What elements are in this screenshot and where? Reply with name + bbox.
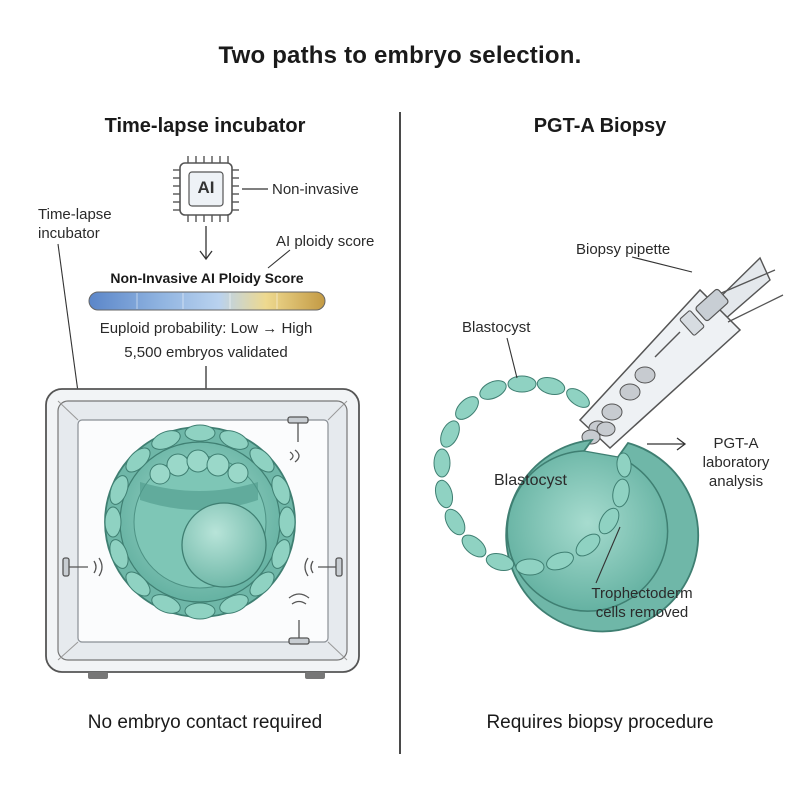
biopsy-pipette [578,256,784,450]
trophectoderm-label: Trophectoderm cells removed [574,584,710,622]
analysis-arrow-head [676,437,687,451]
trophectoderm-line1: Trophectoderm [591,585,693,602]
left-blastocyst [104,424,296,620]
ploidy-score-label: AI ploidy score [276,233,375,250]
left-panel-heading: Time-lapse incubator [104,115,306,137]
ploidy-leader [267,249,291,269]
chip-arrow-head [199,250,213,261]
blastocyst-label-inner: Blastocyst [494,472,567,489]
right-footer: Requires biopsy procedure [486,712,714,733]
page-title: Two paths to embryo selection. [218,42,582,69]
analysis-line2: laboratory [702,454,770,471]
score-title: Non-Invasive AI Ploidy Score [110,270,304,286]
ai-chip-text: AI [197,178,215,197]
panel-divider [399,112,401,754]
analysis-line1: PGT-A [713,435,759,452]
non-invasive-label: Non-invasive [272,181,359,198]
validated-count-text: 5,500 embryos validated [124,344,288,361]
incubator-label-line1: Time-lapse [38,206,112,223]
ai-chip-icon [173,156,239,222]
right-blastocyst [433,375,700,633]
ploidy-score-bar [88,291,326,311]
incubator-label-line2: incubator [38,225,100,242]
right-panel-heading: PGT-A Biopsy [533,115,667,137]
analysis-label: PGT-A laboratory analysis [694,434,778,491]
blastocyst-leader [506,337,518,379]
incubator-leader [57,243,79,393]
incubator-label: Time-lapse incubator [38,205,112,243]
biopsy-pipette-label: Biopsy pipette [576,241,671,258]
score-bar-segments [136,293,278,309]
left-footer: No embryo contact required [87,712,323,733]
analysis-line3: analysis [708,473,764,490]
euploid-probability-text: Euploid probability: Low → High [99,320,313,337]
trophectoderm-line2: cells removed [595,604,689,621]
blastocyst-label-outer: Blastocyst [462,319,531,336]
trophectoderm-leader [595,526,621,584]
camera-sensor-icons [62,416,343,645]
pipette-leader [631,256,693,273]
